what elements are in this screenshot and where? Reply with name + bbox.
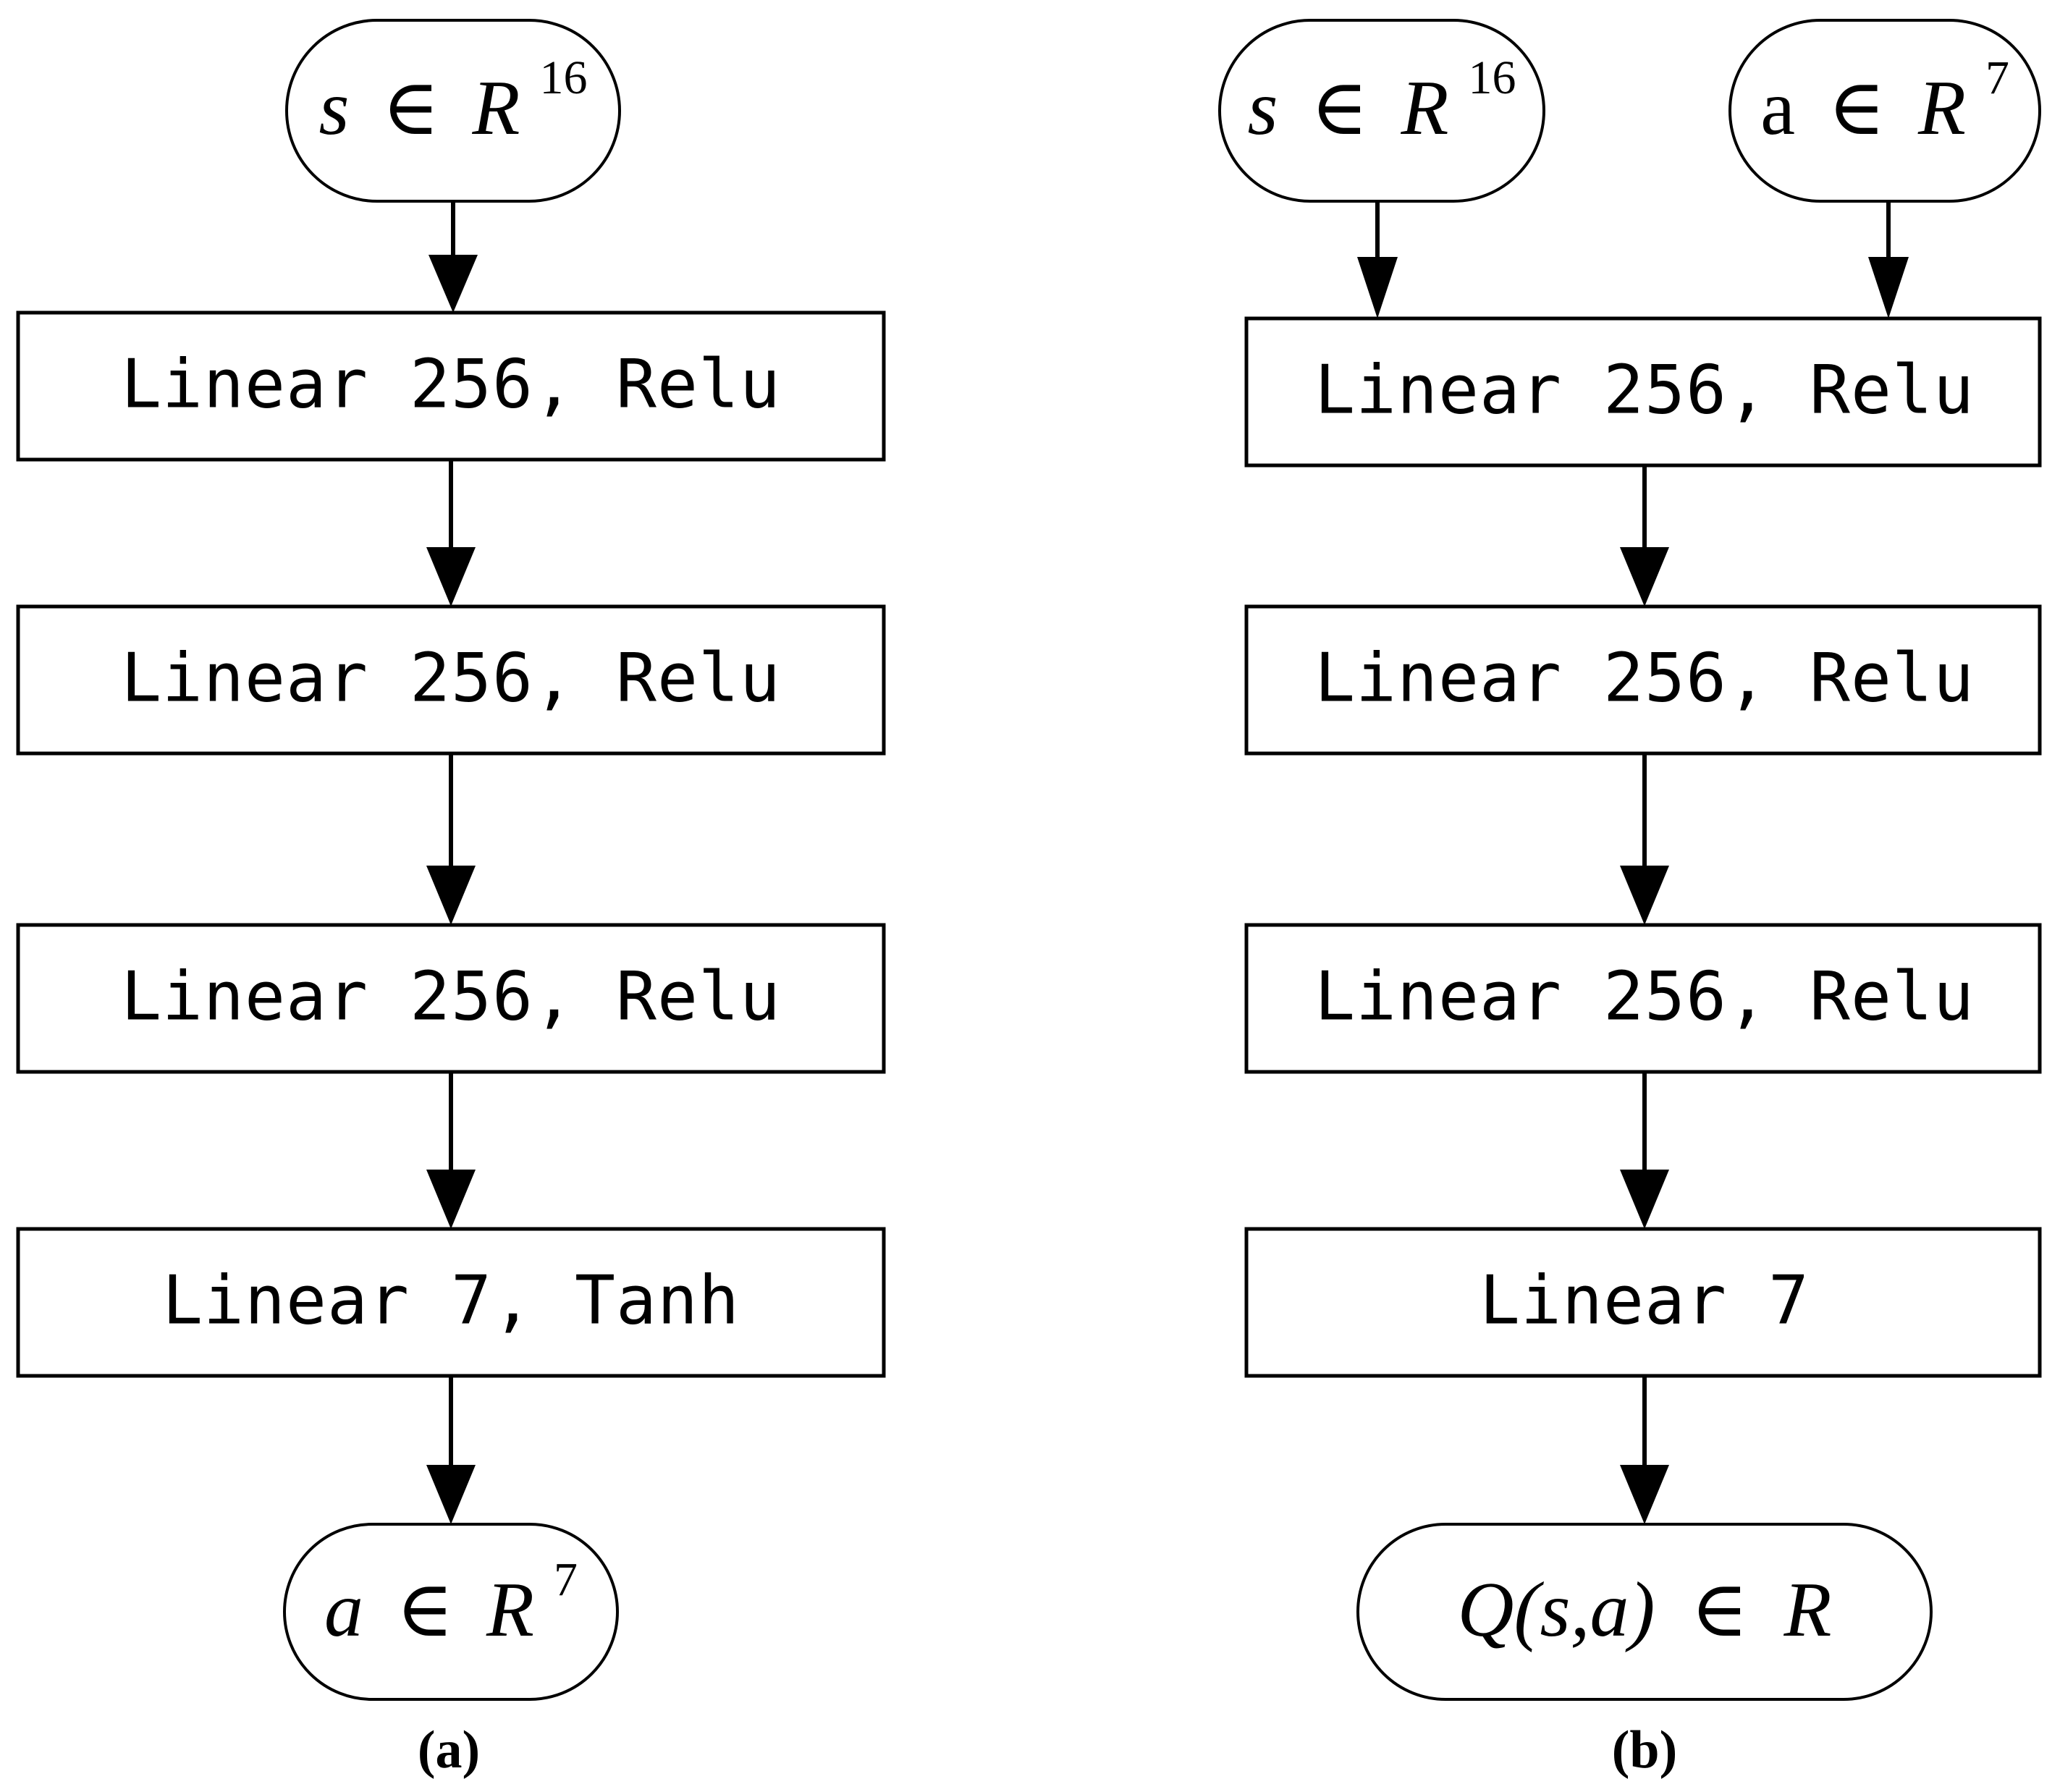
panel-caption-a: (a) bbox=[418, 1720, 480, 1780]
node-input-action-b[interactable]: a ∈ R 7 bbox=[1728, 19, 2041, 203]
arrow-head-icon bbox=[1620, 1170, 1669, 1229]
arrow-head-icon bbox=[426, 866, 476, 925]
edge-layer-a-2-to-layer-a-3 bbox=[426, 753, 476, 925]
box-shape-layer-a-4 bbox=[16, 1227, 886, 1378]
edge-layer-b-1-to-layer-b-2 bbox=[1620, 465, 1669, 607]
node-output-qvalue-b[interactable]: Q(s,a) ∈ R bbox=[1356, 1523, 1933, 1701]
node-label-output-qvalue-b: Q(s,a) ∈ R bbox=[1458, 1567, 1832, 1653]
edge-input-action-to-layer-b-1 bbox=[1868, 201, 1909, 318]
box-shape-layer-b-4 bbox=[1244, 1227, 2042, 1378]
box-shape-layer-b-3 bbox=[1244, 923, 2042, 1074]
edge-input-to-layer-a-1 bbox=[429, 201, 478, 313]
panel-a-group: s ∈ R 16 Linear 256, Relu bbox=[16, 19, 886, 1780]
arrow-head-icon bbox=[426, 547, 476, 607]
node-layer-b-4[interactable]: Linear 7 bbox=[1244, 1227, 2042, 1378]
node-label-layer-b-4: Linear 7 bbox=[1479, 1261, 1810, 1339]
node-input-state-a[interactable]: s ∈ R 16 bbox=[285, 19, 621, 203]
node-layer-b-1[interactable]: Linear 256, Relu bbox=[1244, 316, 2042, 468]
capsule-shape-output-qvalue-b bbox=[1356, 1523, 1933, 1701]
node-output-action-a[interactable]: a ∈ R 7 bbox=[283, 1523, 619, 1701]
node-layer-a-1[interactable]: Linear 256, Relu bbox=[16, 310, 886, 462]
edge-layer-b-2-to-layer-b-3 bbox=[1620, 753, 1669, 925]
node-label-input-state-b: s ∈ R 16 bbox=[1248, 51, 1516, 151]
box-shape-layer-b-2 bbox=[1244, 604, 2042, 756]
node-layer-a-4[interactable]: Linear 7, Tanh bbox=[16, 1227, 886, 1378]
arrow-head-icon bbox=[429, 255, 478, 313]
arrow-head-icon bbox=[1357, 257, 1398, 318]
node-label-layer-a-4: Linear 7, Tanh bbox=[162, 1261, 740, 1339]
arrow-head-icon bbox=[426, 1465, 476, 1524]
edge-layer-b-3-to-layer-b-4 bbox=[1620, 1072, 1669, 1229]
node-input-state-b[interactable]: s ∈ R 16 bbox=[1218, 19, 1545, 203]
node-label-layer-b-2: Linear 256, Relu bbox=[1314, 638, 1975, 717]
node-label-layer-b-3: Linear 256, Relu bbox=[1314, 957, 1975, 1035]
capsule-shape-output-action-a bbox=[283, 1523, 619, 1701]
node-layer-a-3[interactable]: Linear 256, Relu bbox=[16, 923, 886, 1074]
node-layer-b-2[interactable]: Linear 256, Relu bbox=[1244, 604, 2042, 756]
node-layer-a-2[interactable]: Linear 256, Relu bbox=[16, 604, 886, 756]
node-label-layer-a-2: Linear 256, Relu bbox=[121, 638, 781, 717]
node-label-input-state-a: s ∈ R 16 bbox=[319, 51, 588, 151]
edge-input-state-to-layer-b-1 bbox=[1357, 201, 1398, 318]
box-shape-layer-b-1 bbox=[1244, 316, 2042, 468]
arrow-head-icon bbox=[1620, 1465, 1669, 1524]
edge-layer-a-4-to-output bbox=[426, 1376, 476, 1524]
edge-layer-b-4-to-output bbox=[1620, 1376, 1669, 1524]
box-shape-layer-a-2 bbox=[16, 604, 886, 756]
capsule-shape-input-action-b bbox=[1728, 19, 2041, 203]
node-label-layer-b-1: Linear 256, Relu bbox=[1314, 350, 1975, 428]
box-shape-layer-a-3 bbox=[16, 923, 886, 1074]
edge-layer-a-1-to-layer-a-2 bbox=[426, 460, 476, 607]
arrow-head-icon bbox=[1620, 547, 1669, 607]
arrow-head-icon bbox=[1620, 866, 1669, 925]
capsule-shape-input-state-b bbox=[1218, 19, 1545, 203]
node-label-input-action-b: a ∈ R 7 bbox=[1760, 51, 2009, 151]
panel-caption-b: (b) bbox=[1612, 1720, 1677, 1780]
node-label-layer-a-1: Linear 256, Relu bbox=[121, 345, 781, 423]
panel-b-group: s ∈ R 16 a ∈ R 7 bbox=[1218, 19, 2042, 1780]
arrow-head-icon bbox=[1868, 257, 1909, 318]
node-label-output-action-a: a ∈ R 7 bbox=[324, 1553, 578, 1653]
node-label-layer-a-3: Linear 256, Relu bbox=[121, 957, 781, 1035]
node-layer-b-3[interactable]: Linear 256, Relu bbox=[1244, 923, 2042, 1074]
arrow-head-icon bbox=[426, 1170, 476, 1229]
edge-layer-a-3-to-layer-a-4 bbox=[426, 1072, 476, 1229]
